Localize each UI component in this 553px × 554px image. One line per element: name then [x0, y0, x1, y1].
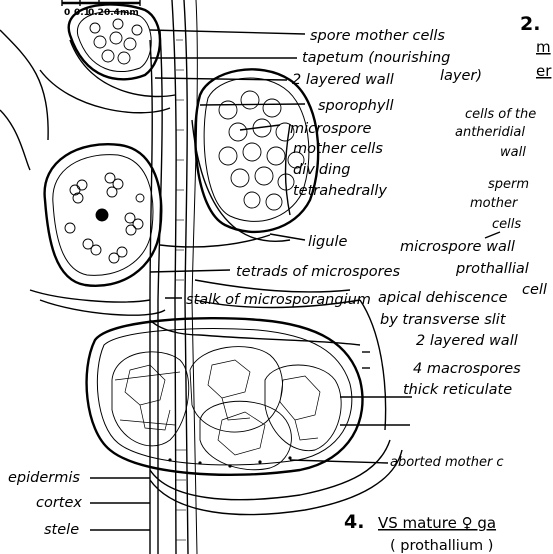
- heading-2-line-1: m: [536, 38, 551, 56]
- label-macrospores-2: thick reticulate: [403, 382, 512, 398]
- heading-2-number: 2.: [520, 13, 540, 35]
- label-ligule: ligule: [308, 234, 347, 250]
- label-sperm-2: mother: [470, 196, 519, 211]
- label-tetrads: tetrads of microspores: [236, 264, 401, 280]
- label-stele: stele: [44, 522, 79, 538]
- label-sperm-1: sperm: [488, 177, 529, 192]
- label-sporophyll: sporophyll: [318, 98, 394, 114]
- label-aborted: aborted mother c: [390, 455, 504, 470]
- label-tapetum-1: tapetum (nourishing: [302, 50, 450, 66]
- label-cortex: cortex: [36, 495, 82, 511]
- label-spore-mother-cells: spore mother cells: [310, 28, 445, 44]
- label-stalk: stalk of microsporangium: [186, 292, 371, 308]
- label-antheridial-3: wall: [500, 145, 526, 160]
- heading-2-line-2: er: [536, 62, 552, 80]
- label-prothallial-1: prothallial: [455, 261, 529, 277]
- label-antheridial-2: antheridial: [455, 125, 525, 140]
- label-microspore-mother-cells-2: mother cells: [293, 141, 383, 157]
- label-2-layered-wall: 2 layered wall: [292, 72, 394, 88]
- heading-4-number: 4.: [344, 511, 364, 533]
- heading-4-subtitle: ( prothallium ): [390, 538, 493, 554]
- label-microspore-mother-cells-4: tetrahedrally: [293, 183, 387, 199]
- label-sperm-3: cells: [492, 217, 521, 232]
- label-antheridial-1: cells of the: [465, 107, 536, 122]
- label-macrospores-1: 4 macrospores: [413, 361, 521, 377]
- label-apical-1: apical dehiscence: [378, 290, 508, 306]
- label-2-layered-wall-b: 2 layered wall: [416, 333, 518, 349]
- heading-4-text: VS mature ♀ ga: [378, 514, 496, 532]
- label-epidermis: epidermis: [8, 470, 80, 486]
- label-microspore-wall: microspore wall: [400, 239, 515, 255]
- label-microspore-mother-cells-3: dividing: [293, 162, 350, 178]
- label-prothallial-2: cell: [522, 282, 547, 298]
- label-tapetum-2: layer): [440, 68, 482, 84]
- label-microspore-mother-cells-1: microspore: [290, 121, 372, 137]
- label-apical-2: by transverse slit: [380, 312, 507, 328]
- scale-tick-0: 0: [64, 8, 70, 18]
- scale-tick-3: 0.4mm: [104, 8, 139, 18]
- section-headings: 2. m er 4. VS mature ♀ ga ( prothallium …: [344, 13, 552, 554]
